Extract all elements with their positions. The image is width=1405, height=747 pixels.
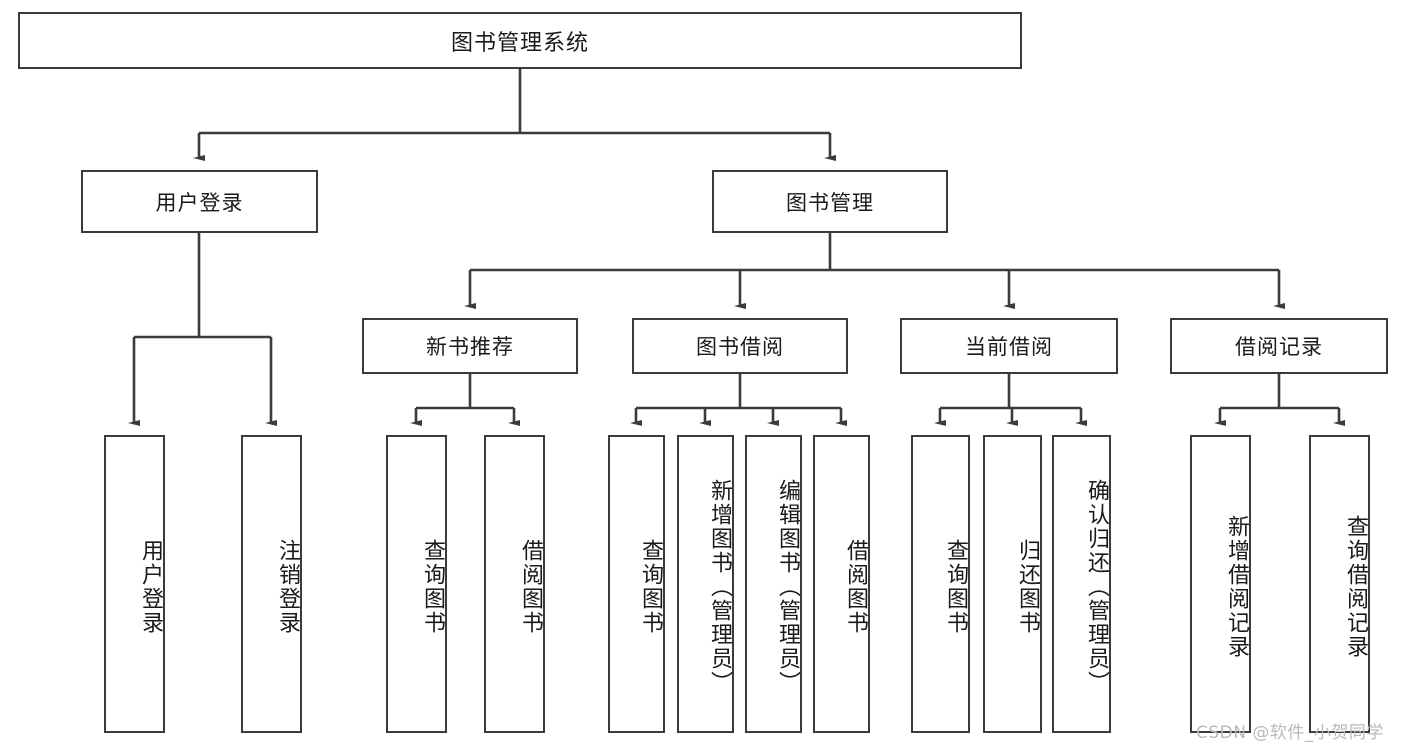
node-leaf-query-book-2[interactable]: 查询图书 [608, 435, 665, 733]
node-leaf-query-book-3[interactable]: 查询图书 [911, 435, 970, 733]
node-new-book-recommend[interactable]: 新书推荐 [362, 318, 578, 374]
node-leaf-query-record[interactable]: 查询借阅记录 [1309, 435, 1370, 733]
node-root-label: 图书管理系统 [450, 30, 589, 56]
node-current-borrow-label: 当前借阅 [965, 335, 1053, 359]
watermark: CSDN @软件_小贺同学 [1196, 723, 1384, 743]
node-book-borrow[interactable]: 图书借阅 [632, 318, 848, 374]
node-book-manage[interactable]: 图书管理 [712, 170, 948, 233]
node-leaf-borrow-book-2-label: 借阅图书 [843, 539, 868, 635]
node-leaf-borrow-book-1[interactable]: 借阅图书 [484, 435, 545, 733]
node-book-borrow-label: 图书借阅 [696, 335, 784, 359]
node-user-login[interactable]: 用户登录 [81, 170, 318, 233]
node-leaf-confirm-return[interactable]: 确认归还（管理员） [1052, 435, 1111, 733]
node-leaf-add-book[interactable]: 新增图书（管理员） [677, 435, 734, 733]
node-leaf-user-login-label: 用户登录 [138, 539, 163, 635]
node-leaf-query-book-1-label: 查询图书 [420, 539, 445, 635]
node-current-borrow[interactable]: 当前借阅 [900, 318, 1118, 374]
node-leaf-user-login[interactable]: 用户登录 [104, 435, 165, 733]
node-leaf-add-record[interactable]: 新增借阅记录 [1190, 435, 1251, 733]
node-user-login-label: 用户登录 [155, 190, 244, 215]
node-leaf-borrow-book-2[interactable]: 借阅图书 [813, 435, 870, 733]
node-leaf-return-book-label: 归还图书 [1015, 539, 1040, 635]
node-leaf-edit-book-label: 编辑图书（管理员） [775, 479, 800, 695]
node-borrow-record-label: 借阅记录 [1235, 335, 1323, 359]
node-leaf-edit-book[interactable]: 编辑图书（管理员） [745, 435, 802, 733]
node-leaf-borrow-book-1-label: 借阅图书 [518, 539, 543, 635]
node-leaf-add-record-label: 新增借阅记录 [1224, 515, 1249, 659]
node-borrow-record[interactable]: 借阅记录 [1170, 318, 1388, 374]
node-book-manage-label: 图书管理 [786, 190, 874, 215]
node-leaf-query-book-2-label: 查询图书 [638, 539, 663, 635]
node-leaf-query-record-label: 查询借阅记录 [1343, 515, 1368, 659]
node-leaf-user-logout[interactable]: 注销登录 [241, 435, 302, 733]
node-new-book-recommend-label: 新书推荐 [426, 335, 514, 359]
node-leaf-user-logout-label: 注销登录 [275, 539, 300, 635]
node-leaf-return-book[interactable]: 归还图书 [983, 435, 1042, 733]
node-leaf-query-book-3-label: 查询图书 [943, 539, 968, 635]
node-leaf-confirm-return-label: 确认归还（管理员） [1084, 479, 1109, 695]
node-leaf-query-book-1[interactable]: 查询图书 [386, 435, 447, 733]
node-leaf-add-book-label: 新增图书（管理员） [707, 479, 732, 695]
node-root[interactable]: 图书管理系统 [18, 12, 1022, 69]
